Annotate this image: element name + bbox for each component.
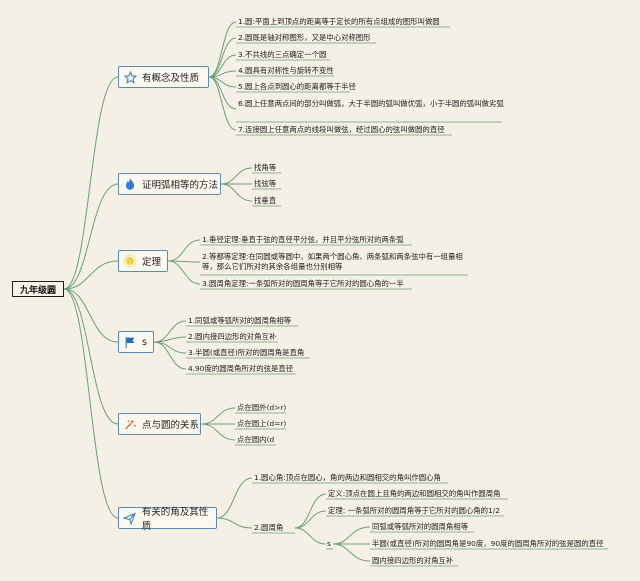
leaf-item: 点在圆内(d	[237, 435, 275, 444]
sun-icon	[123, 254, 137, 268]
leaf-item: 4.90度的圆周角所对的弦是直径	[188, 364, 294, 373]
leaf-item: 1.圆心角:顶点在圆心，角的两边和圆相交的角叫作圆心角	[254, 473, 441, 482]
leaf-item: 5.圆上各点到圆心的距离都等于半径	[238, 82, 356, 91]
topic-label: 证明弧相等的方法	[142, 180, 219, 191]
leaf-item: 2.圆既是轴对称图形，又是中心对称图形	[238, 33, 371, 42]
topic-label: 有概念及性质	[142, 73, 200, 84]
topic-label: s	[142, 336, 147, 348]
topic-proof-methods[interactable]: 证明弧相等的方法	[118, 173, 221, 195]
leaf-item: 点在圆外(d>r)	[237, 403, 287, 412]
leaf-item: 2.等都等定理:在同圆或等圆中，如果两个圆心角、两条弧和两条弦中有一组量相等，那…	[202, 252, 463, 271]
leaf-item: 找垂直	[254, 196, 277, 205]
leaf-item: 3.半圆(或直径)所对的圆周角是直角	[188, 348, 305, 357]
topic-concepts[interactable]: 有概念及性质	[118, 66, 209, 88]
topic-s[interactable]: s	[118, 331, 154, 353]
topic-theorems[interactable]: 定理	[118, 250, 168, 272]
star-icon	[123, 70, 137, 84]
leaf-item: 3.不共线的三点确定一个圆	[238, 50, 327, 59]
topic-point-circle[interactable]: 点与圆的关系	[118, 413, 201, 435]
leaf-item: 4.圆具有对称性与旋转不变性	[238, 66, 334, 75]
topic-label: 定理	[142, 257, 162, 268]
root-node[interactable]: 九年级圆	[12, 281, 64, 297]
paper-plane-icon	[123, 511, 137, 525]
leaf-item: 7.连接圆上任意两点的线段叫做弦，经过圆心的弦叫做圆的直径	[238, 125, 445, 134]
topic-label: 有关的角及其性质	[141, 507, 209, 532]
leaf-item: 点在圆上(d=r)	[237, 419, 287, 428]
leaf-item: 1.垂径定理:垂直于弦的直径平分弦，并且平分弦所对的两条弧	[202, 235, 404, 244]
topic-label: 点与圆的关系	[142, 420, 200, 431]
leaf-item: 3.圆周角定理:一条弧所对的圆周角等于它所对的圆心角的一半	[202, 279, 404, 288]
leaf-item: 找弦等	[254, 179, 277, 188]
leaf-item: 1.圆:平面上到顶点的距离等于定长的所有点组成的图形叫做圆	[238, 17, 440, 26]
topic-angles[interactable]: 有关的角及其性质	[118, 507, 217, 532]
leaf-item: 定义:顶点在圆上且角的两边和圆相交的角叫作圆周角	[328, 489, 501, 498]
leaf-item: 定理: 一条弧所对的圆周角等于它所对的圆心角的1/2	[328, 506, 500, 515]
s-node[interactable]: s	[327, 539, 331, 548]
leaf-item: 1.同弧或等弧所对的圆周角相等	[188, 316, 292, 325]
leaf-item: 6.圆上任意两点间的部分叫做弧，大于半圆的弧叫做优弧，小于半圆的弧叫做劣弧	[238, 99, 504, 108]
inscribed-angle-node[interactable]: 2.圆周角	[254, 523, 284, 532]
leaf-item: 圆内接四边形的对角互补	[372, 556, 454, 565]
flame-icon	[123, 177, 137, 191]
sparkle-icon	[123, 417, 137, 431]
leaf-item: 2.圆内接四边形的对角互补	[188, 332, 277, 341]
leaf-item: 找角等	[254, 163, 277, 172]
leaf-item: 同弧或等弧所对的圆周角相等	[372, 522, 469, 531]
leaf-item: 半圆(或直径)所对的圆周角是90度，90度的圆周角所对的弦是圆的直径	[372, 539, 604, 548]
flag-icon	[123, 335, 137, 349]
